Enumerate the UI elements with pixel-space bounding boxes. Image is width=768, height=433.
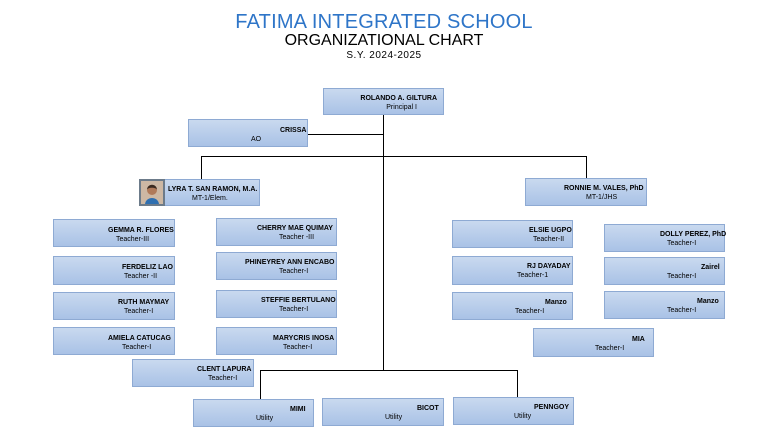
teacher-role: Teacher-I [667,307,697,314]
teacher-role: Teacher-I [208,375,238,382]
teacher-box-marycris: MARYCRIS INOSA Teacher-I [216,327,337,355]
teacher-name: FERDELIZ LAO [122,264,173,271]
utility-role: Utility [256,415,274,422]
teacher-name: GEMMA R. FLORES [108,227,174,234]
connector-heads-horizontal [201,156,587,157]
elem-head-name: LYRA T. SAN RAMON, M.A. [168,186,258,193]
teacher-role: Teacher-III [116,236,150,243]
teacher-name: RUTH MAYMAY [118,299,170,306]
teacher-role: Teacher-I [124,308,154,315]
teacher-name: PHINEYREY ANN ENCABO [245,259,335,266]
teacher-name: STEFFIE BERTULANO [261,297,336,304]
utility-role: Utility [385,414,403,421]
utility-box-mimi: MIMI Utility [193,399,314,427]
principal-role: Principal I [386,104,417,111]
teacher-box-clent: CLENT LAPURA Teacher-I [132,359,254,387]
elem-head-photo [139,179,165,206]
teacher-name: AMIELA CATUCAG [108,335,171,342]
teacher-box-cherry: CHERRY MAE QUIMAY Teacher -III [216,218,337,246]
teacher-box-manzo-2: Manzo Teacher-I [604,291,725,319]
teacher-role: Teacher-I [595,345,625,352]
connector-main-vertical [383,114,384,370]
jhs-head-role: MT-1/JHS [586,194,618,201]
connector-jhs-drop [586,156,587,179]
utility-box-bicot: BICOT Utility [322,398,444,426]
jhs-head-name: RONNIE M. VALES, PhD [564,185,644,192]
teacher-role: Teacher-I [122,344,152,351]
teacher-box-elsie: ELSIE UGPO Teacher-II [452,220,573,248]
teacher-name: Manzo [545,299,567,306]
principal-name: ROLANDO A. GILTURA [360,95,437,102]
utility-role: Utility [514,413,532,420]
jhs-head-box: RONNIE M. VALES, PhD MT-1/JHS [525,178,647,206]
teacher-role: Teacher-I [667,273,697,280]
teacher-box-zairel: Zairel Teacher-I [604,257,725,285]
teacher-name: Zairel [701,264,720,271]
school-year: S.Y. 2024-2025 [346,50,422,61]
teacher-role: Teacher-I [279,306,309,313]
teacher-role: Teacher-II [533,236,565,243]
ao-role: AO [251,136,262,143]
utility-name: PENNGOY [534,404,570,411]
teacher-name: CHERRY MAE QUIMAY [257,225,333,232]
teacher-role: Teacher-I [283,344,313,351]
principal-box: ROLANDO A. GILTURA Principal I [323,88,444,115]
teacher-box-ferdeliz: FERDELIZ LAO Teacher -II [53,256,175,285]
connector-utility-horizontal [260,370,518,371]
teacher-box-dolly: DOLLY PEREZ, PhD Teacher-I [604,224,727,252]
utility-name: BICOT [417,405,439,412]
teacher-box-gemma: GEMMA R. FLORES Teacher-III [53,219,175,247]
teacher-box-manzo-1: Manzo Teacher-I [452,292,573,320]
teacher-role: Teacher-I [667,240,697,247]
elem-head-role: MT-1/Elem. [192,195,228,202]
teacher-box-phineyrey: PHINEYREY ANN ENCABO Teacher-I [216,252,337,280]
school-name: FATIMA INTEGRATED SCHOOL [235,11,533,33]
teacher-name: ELSIE UGPO [529,227,572,234]
teacher-name: Manzo [697,298,719,305]
teacher-name: CLENT LAPURA [197,366,252,373]
teacher-name: RJ DAYADAY [527,263,571,270]
connector-utility-right [517,370,518,397]
teacher-name: DOLLY PEREZ, PhD [660,231,727,238]
teacher-box-ruth: RUTH MAYMAY Teacher-I [53,292,175,320]
teacher-box-mia: MIA Teacher-I [533,328,654,357]
teacher-role: Teacher-I [279,268,309,275]
connector-utility-left [260,370,261,399]
connector-elem-drop [201,156,202,180]
teacher-role: Teacher -III [279,234,315,241]
teacher-box-steffie: STEFFIE BERTULANO Teacher-I [216,290,337,318]
teacher-name: MARYCRIS INOSA [273,335,335,342]
teacher-box-rj: RJ DAYADAY Teacher-1 [452,256,573,285]
utility-name: MIMI [290,406,306,413]
teacher-name: MIA [632,336,645,343]
ao-box: CRISSA AO [188,119,308,147]
teacher-role: Teacher-1 [517,272,549,279]
teacher-role: Teacher-I [515,308,545,315]
utility-box-penngoy: PENNGOY Utility [453,397,574,425]
chart-title: ORGANIZATIONAL CHART [284,32,484,49]
connector-ao [307,134,383,135]
teacher-role: Teacher -II [124,273,158,280]
ao-name: CRISSA [280,127,307,134]
teacher-box-amiela: AMIELA CATUCAG Teacher-I [53,327,175,355]
